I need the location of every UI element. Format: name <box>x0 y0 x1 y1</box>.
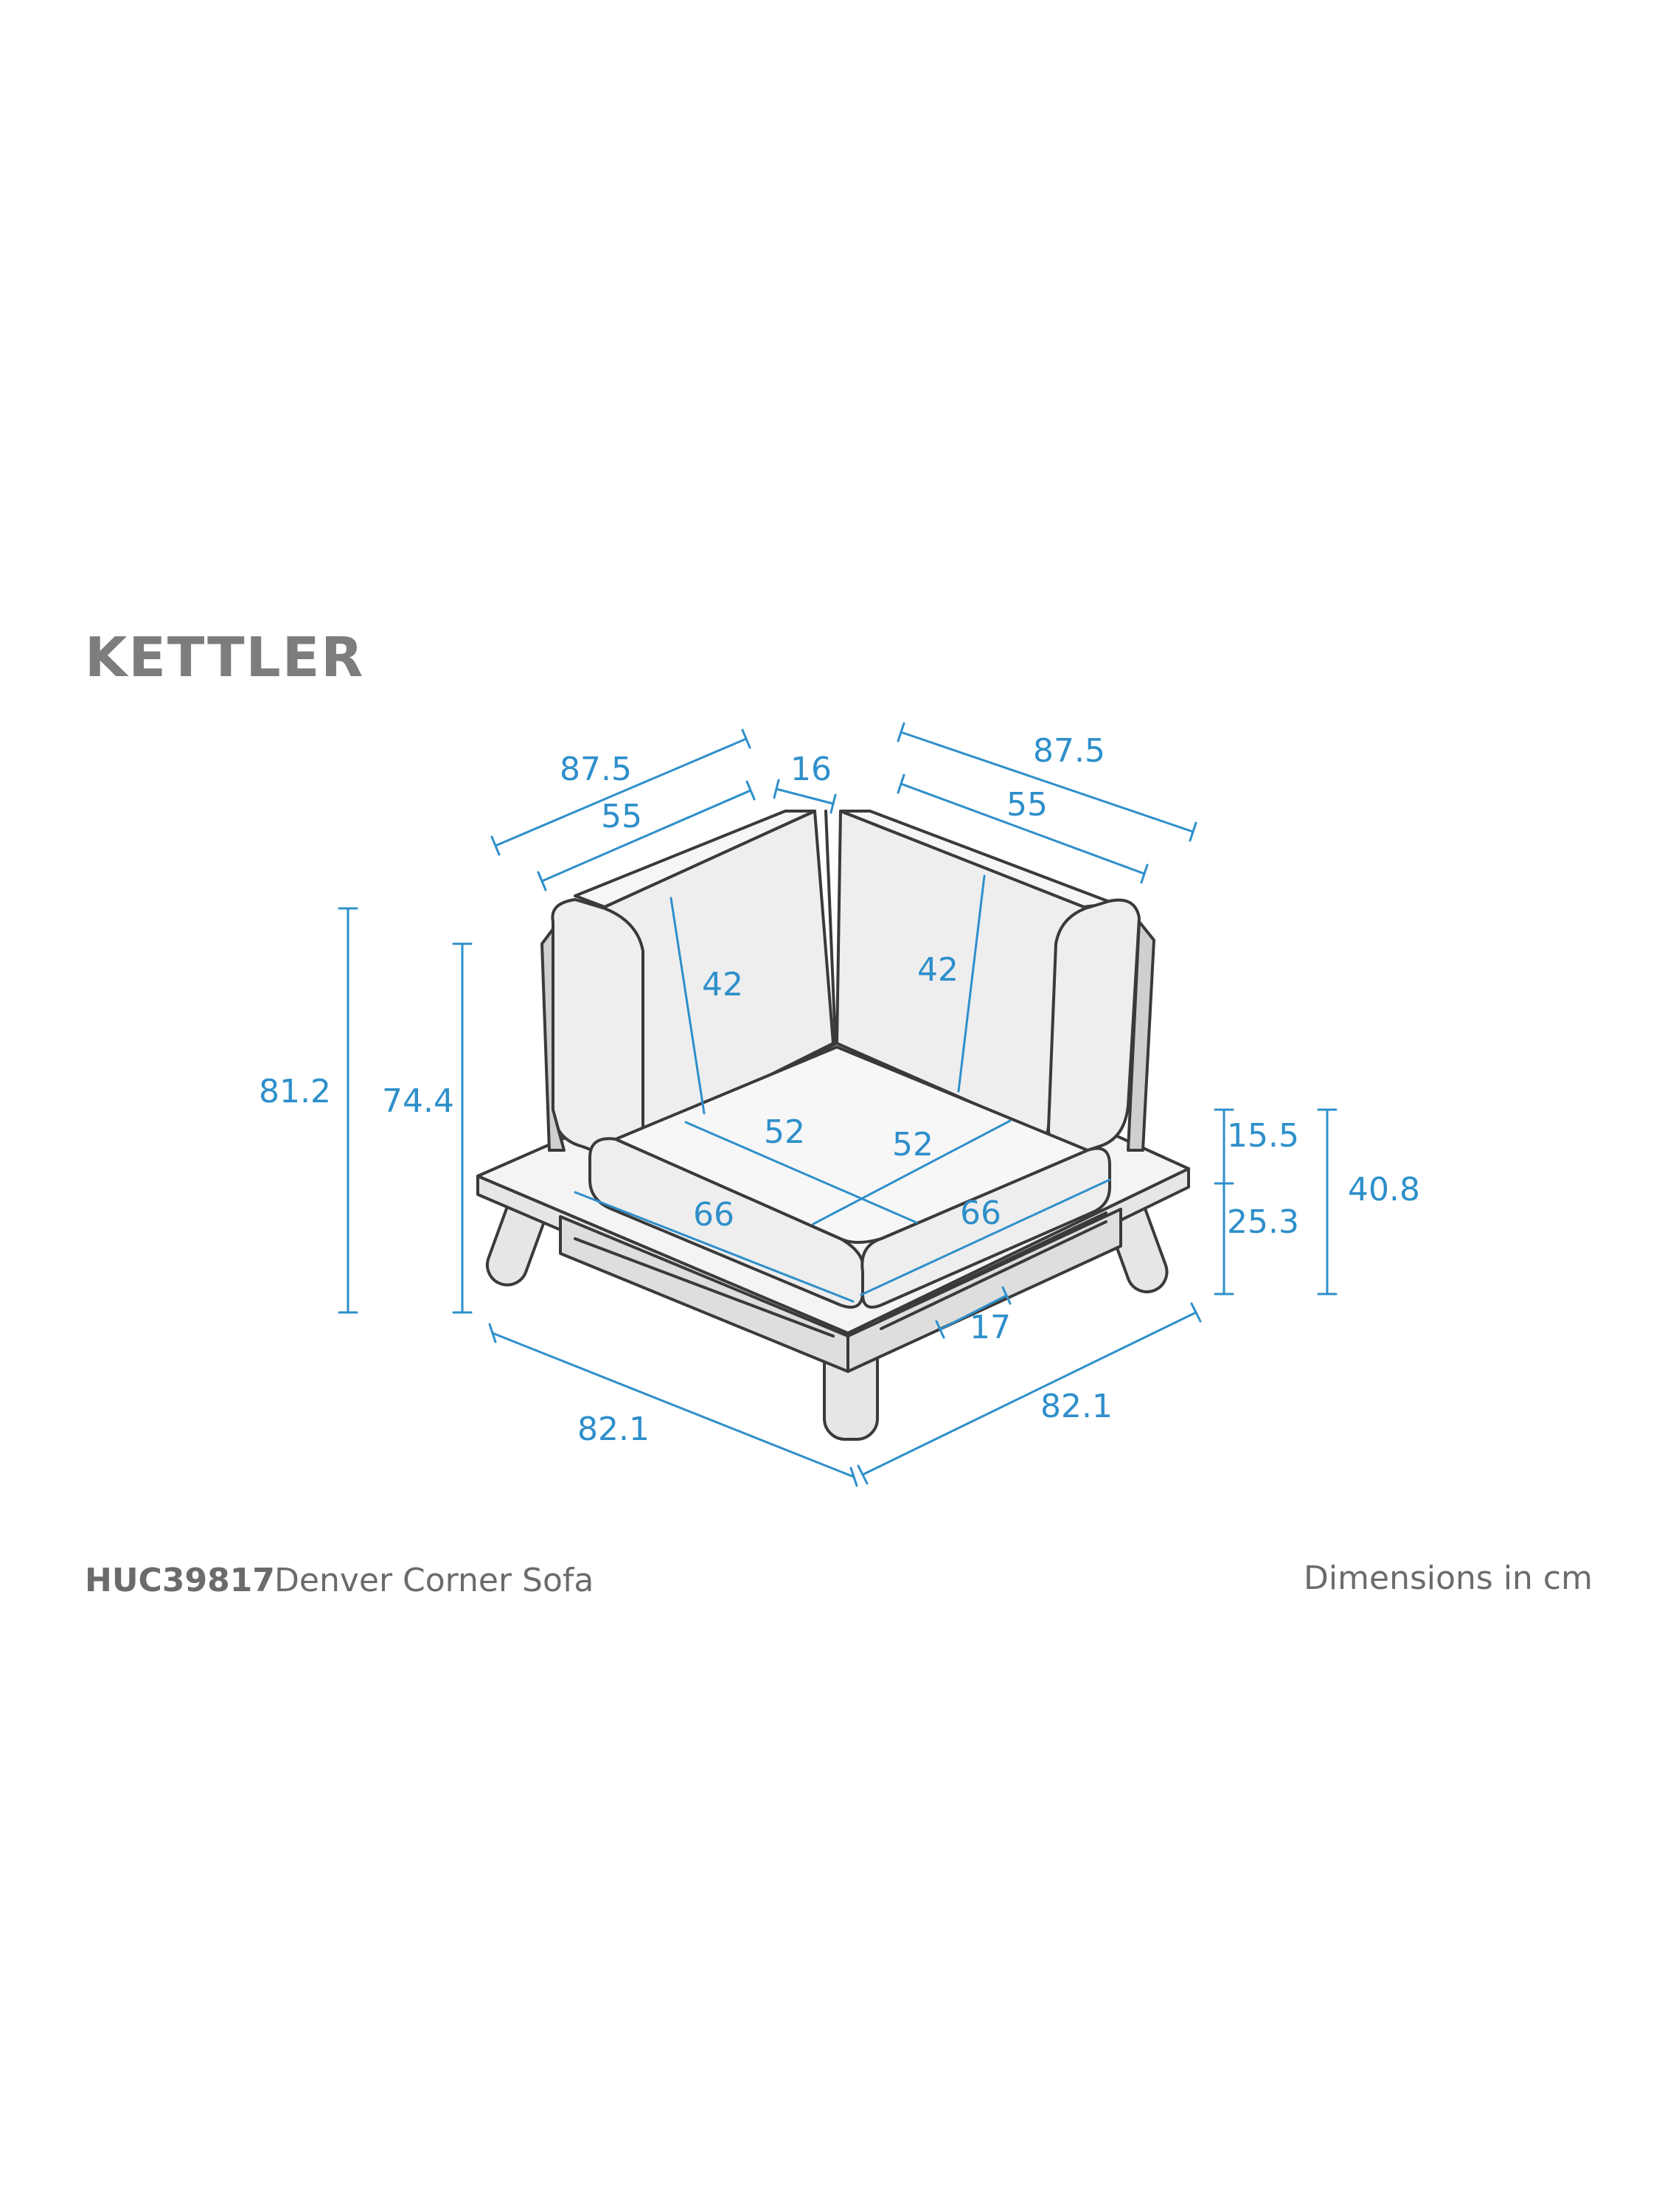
dim-back-height: 74.4 <box>382 1082 454 1120</box>
dim-backrest-left: 42 <box>702 966 743 1004</box>
dim-backrest-right: 42 <box>917 951 959 989</box>
product-code: HUC39817 <box>85 1562 275 1599</box>
dim-seat-width-left: 66 <box>693 1196 734 1234</box>
dim-seat-depth-right: 52 <box>892 1126 933 1164</box>
dim-seat-depth-left: 52 <box>764 1113 805 1151</box>
dim-cushion-height: 15.5 <box>1227 1117 1299 1155</box>
dim-seat-width-right: 66 <box>960 1194 1001 1232</box>
dim-back-right-inner: 55 <box>1006 786 1048 824</box>
brand-logo: KETTLER <box>85 626 364 689</box>
dim-back-left-inner: 55 <box>601 798 642 835</box>
dim-back-left-total: 87.5 <box>560 751 632 788</box>
arm-cushions <box>540 898 1155 1161</box>
dim-back-corner-depth: 16 <box>790 751 832 788</box>
sofa-drawing <box>476 810 1190 1441</box>
units-note: Dimensions in cm <box>1304 1559 1593 1597</box>
dim-back-right-total: 87.5 <box>1033 732 1105 770</box>
dim-overall-height: 81.2 <box>259 1073 331 1110</box>
dim-seat-height: 40.8 <box>1348 1171 1420 1208</box>
dim-base-right: 82.1 <box>1040 1388 1113 1425</box>
dimension-labels: 87.5 55 16 87.5 55 81.2 74.4 42 42 52 52… <box>259 732 1420 1448</box>
product-name: Denver Corner Sofa <box>274 1562 594 1599</box>
caption: HUC39817 Denver Corner Sofa Dimensions i… <box>85 1559 1593 1599</box>
under-seat-bars <box>574 1211 1107 1338</box>
dim-seat-frame-height: 25.3 <box>1227 1203 1299 1241</box>
dim-arm-offset: 17 <box>970 1309 1011 1346</box>
dimension-lines <box>338 722 1338 1487</box>
dim-base-left: 82.1 <box>577 1411 650 1448</box>
